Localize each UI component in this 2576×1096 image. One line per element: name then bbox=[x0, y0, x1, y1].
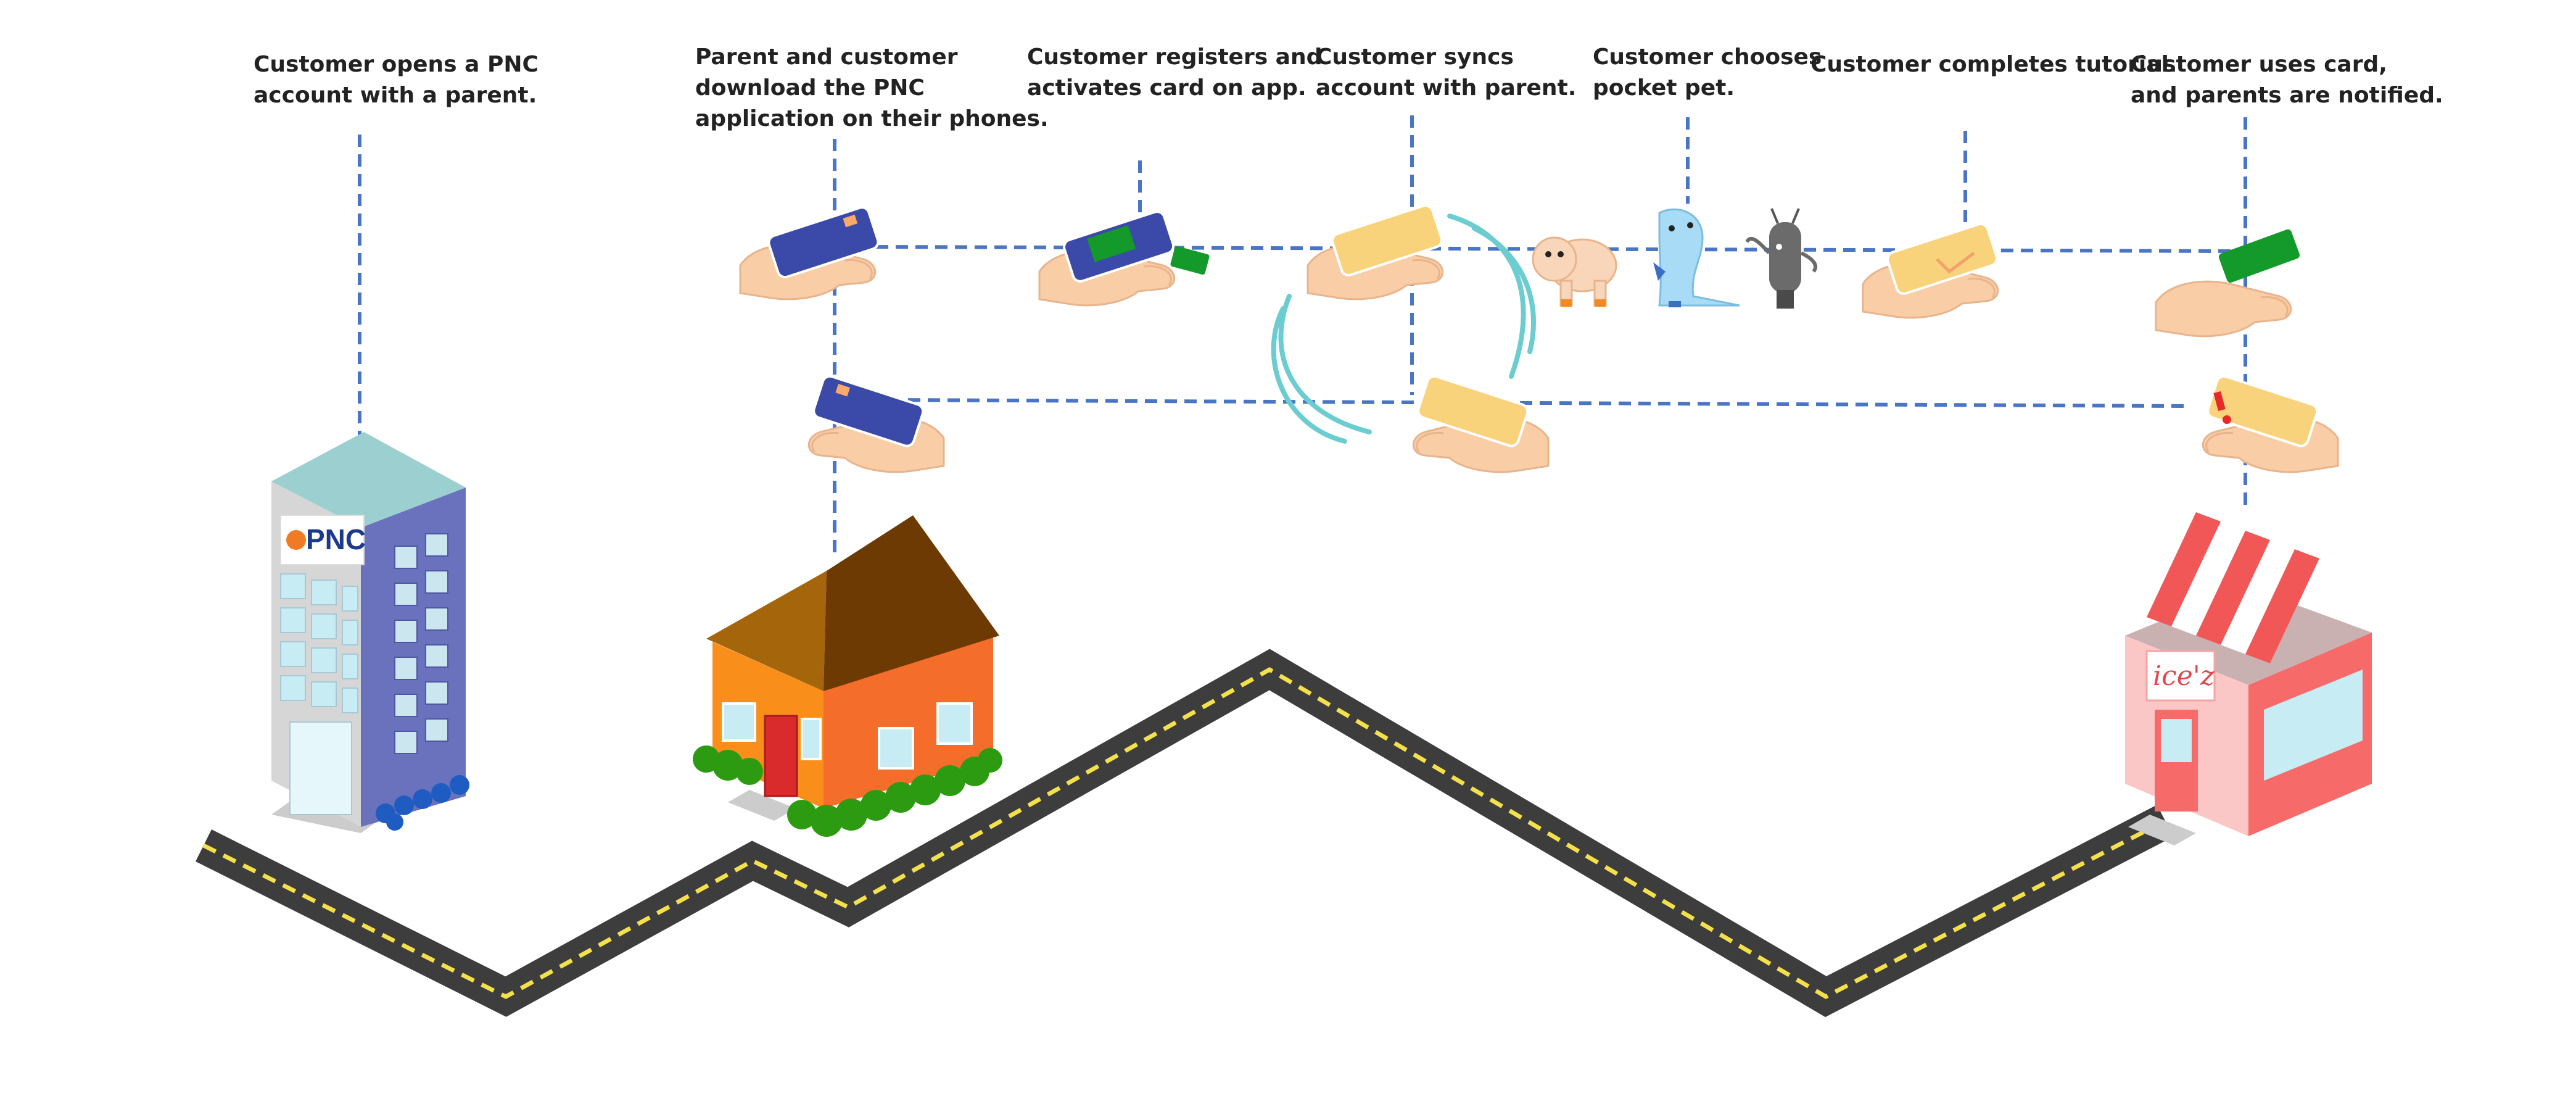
bank-logo-text: PNC bbox=[306, 523, 366, 555]
step-label-choose-pet: Customer chooses pocket pet. bbox=[1593, 44, 1822, 101]
hand-phone-icon bbox=[1038, 210, 1176, 307]
dino-pet-icon bbox=[1653, 208, 1740, 307]
alert-icon bbox=[2213, 391, 2231, 424]
payment-card-icon bbox=[2218, 229, 2300, 283]
hand-phone-icon bbox=[739, 206, 880, 301]
step-label-sync-account: Customer syncs account with parent. bbox=[1316, 44, 1577, 101]
sync-arcs bbox=[1271, 214, 1536, 444]
payment-card-icon bbox=[1170, 246, 1210, 275]
hand-phone-icon bbox=[1307, 204, 1444, 301]
bank-building-icon: PNC bbox=[271, 432, 469, 833]
check-icon bbox=[1936, 252, 1975, 274]
dog-pet-icon bbox=[1532, 236, 1617, 307]
house-icon bbox=[693, 515, 1002, 837]
hand-phone-icon bbox=[807, 375, 945, 473]
hand-phone-icon bbox=[2202, 375, 2339, 473]
shop-sign-text: ice'z bbox=[2153, 660, 2215, 692]
hand-phone-icon bbox=[1862, 223, 1999, 319]
connector-lines bbox=[358, 115, 2247, 555]
hand-card-icon bbox=[2155, 280, 2292, 338]
step-label-open-account: Customer opens a PNC account with a pare… bbox=[254, 52, 539, 108]
step-label-use-card: Customer uses card, and parents are noti… bbox=[2131, 52, 2443, 108]
robot-pet-icon bbox=[1745, 208, 1818, 309]
hand-phone-icon bbox=[1412, 375, 1550, 473]
step-label-download-app: Parent and customer download the PNC app… bbox=[695, 44, 1049, 131]
shop-icon: ice'z bbox=[2125, 512, 2372, 845]
step-label-register-card: Customer registers and activates card on… bbox=[1027, 44, 1323, 101]
road bbox=[196, 649, 2174, 1018]
step-label-tutorial: Customer completes tutorial. bbox=[1810, 52, 2178, 77]
